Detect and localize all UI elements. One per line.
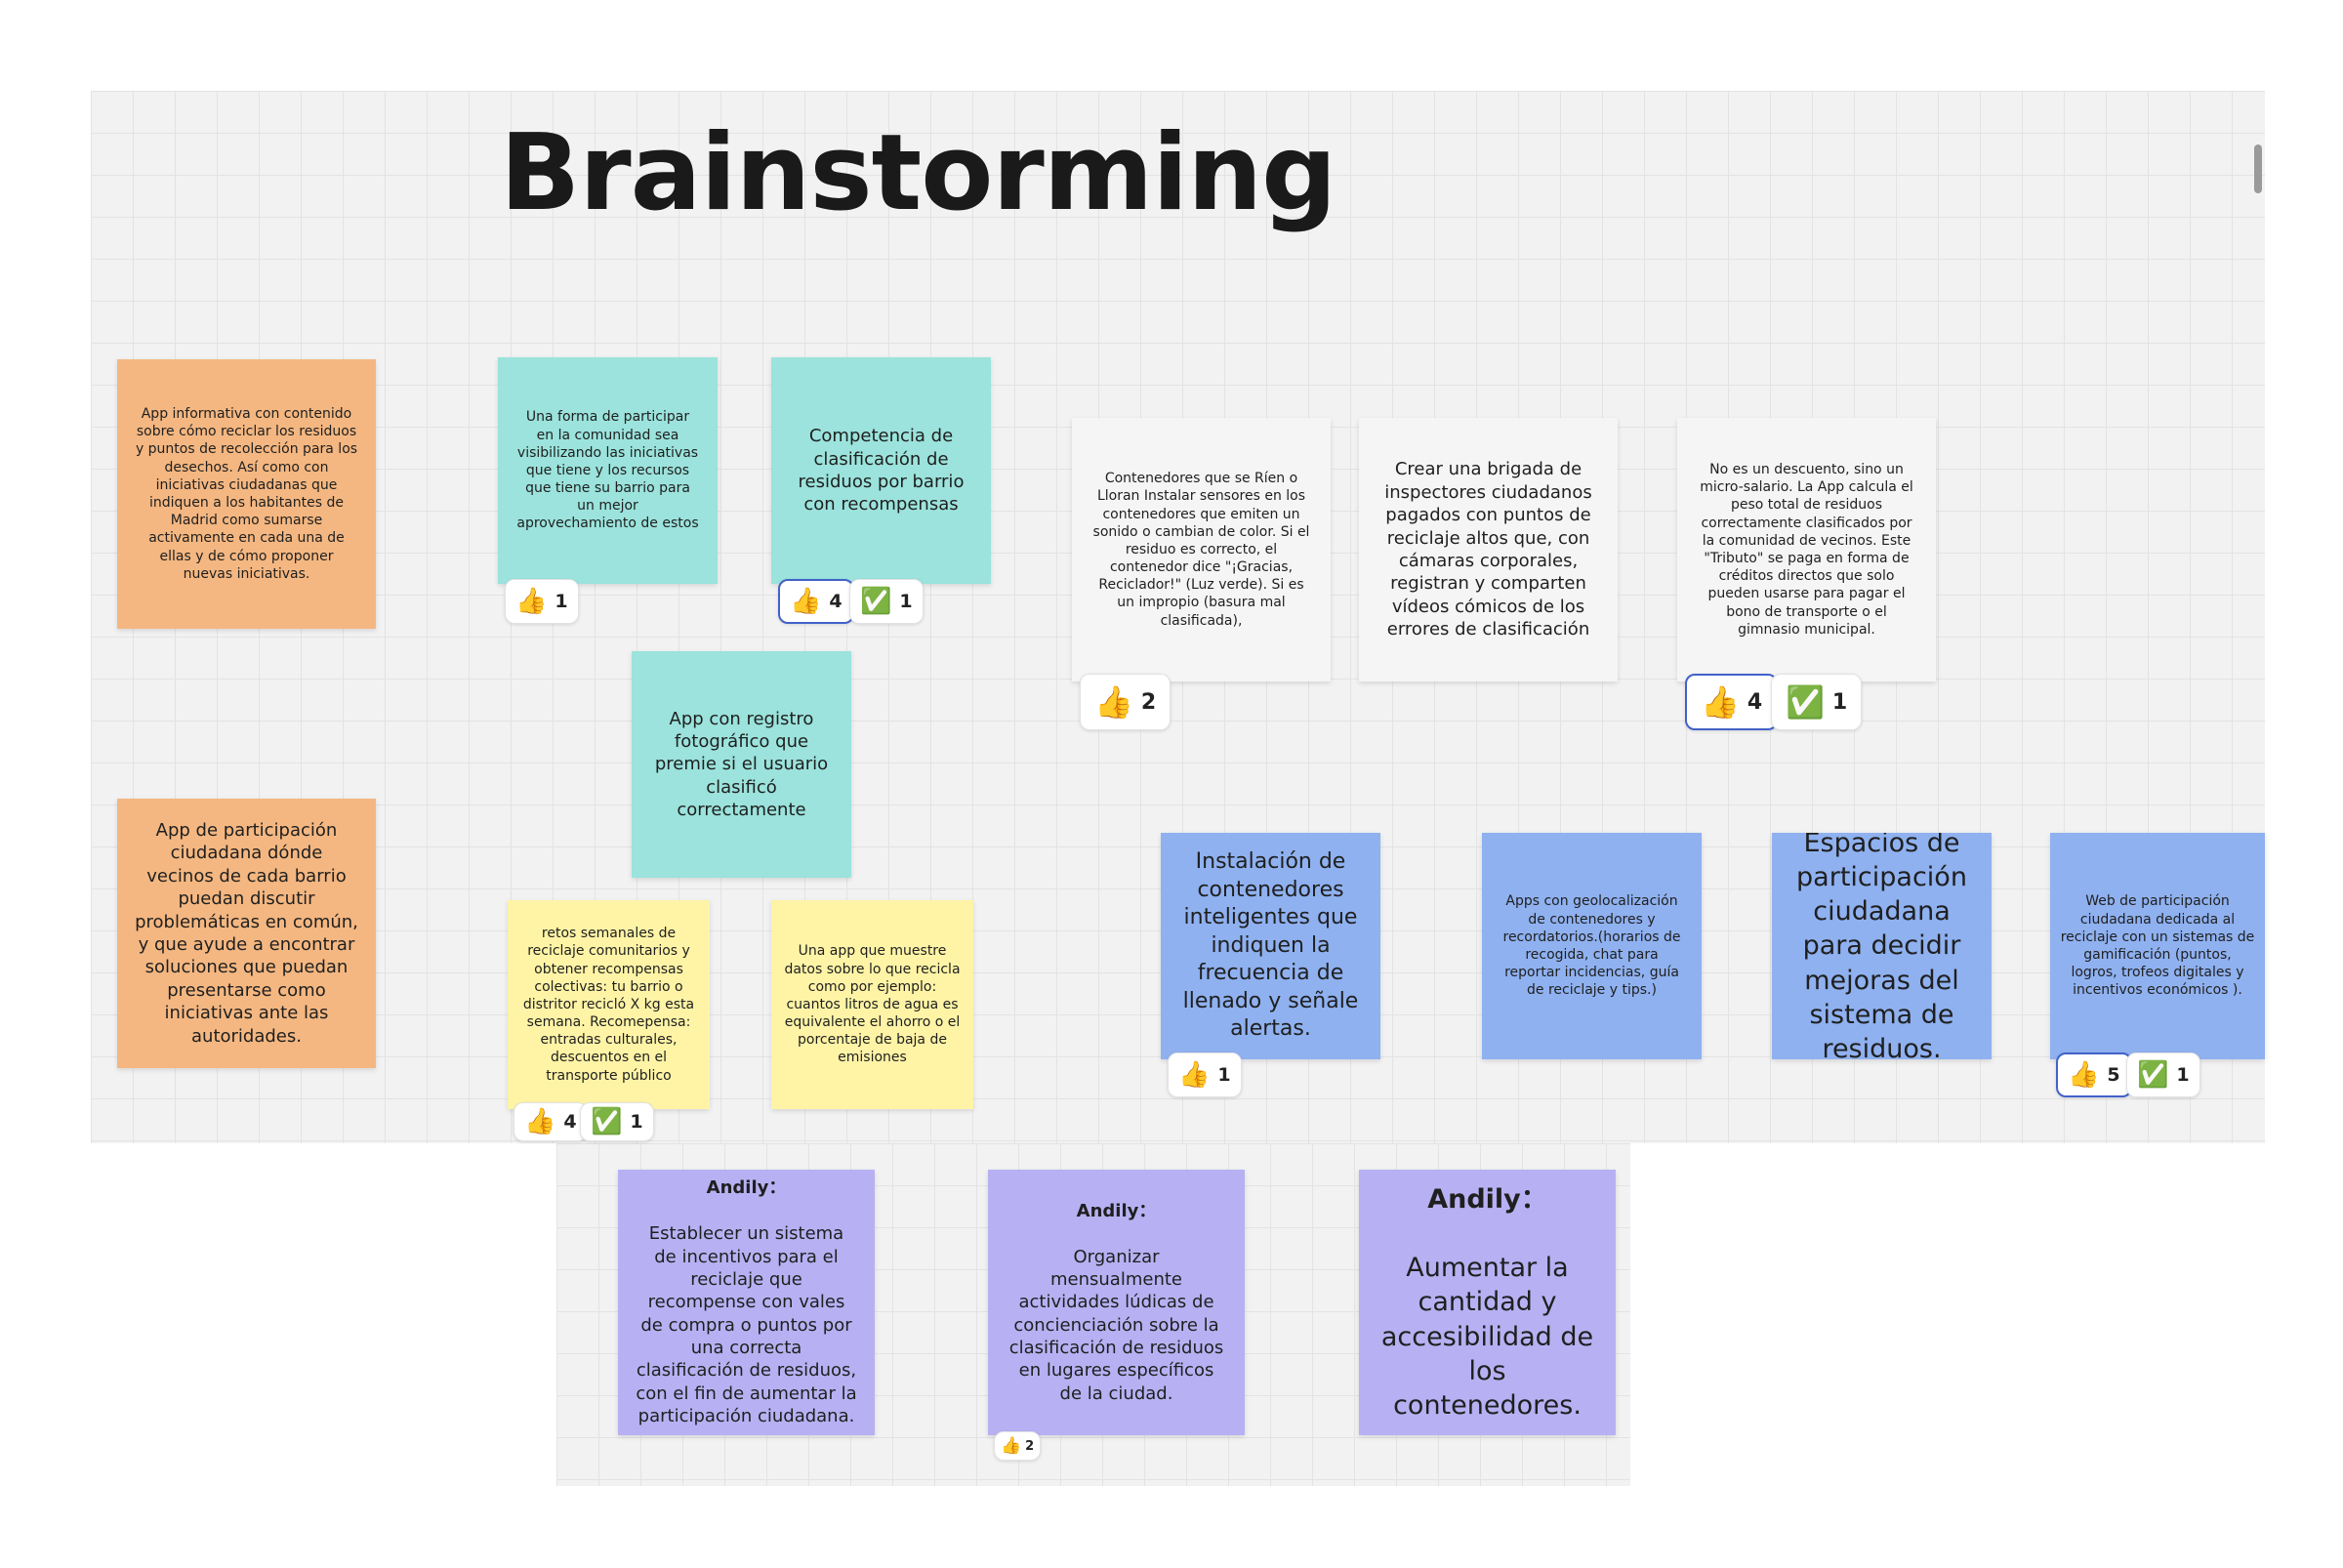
sticky-note[interactable]: Andily： Aumentar la cantidad y accesibil… <box>1359 1170 1616 1435</box>
thumbs-up-icon: 👍 <box>515 587 548 616</box>
thumbs-up-icon: 👍 <box>1094 683 1133 721</box>
sticky-note-text: Web de participación ciudadana dedicada … <box>2060 893 2255 999</box>
sticky-note[interactable]: No es un descuento, sino un micro-salari… <box>1677 418 1936 681</box>
reaction-check[interactable]: ✅ 1 <box>2126 1052 2200 1097</box>
sticky-note-text: Andily： Aumentar la cantidad y accesibil… <box>1377 1170 1598 1435</box>
reaction-check[interactable]: ✅ 1 <box>849 579 924 624</box>
sticky-note[interactable]: Una forma de participar en la comunidad … <box>498 357 718 584</box>
sticky-note-author: Andily： <box>1427 1184 1547 1216</box>
sticky-note-text: Andily： Establecer un sistema de incenti… <box>636 1170 857 1435</box>
sticky-note-author: Andily： <box>706 1177 787 1199</box>
reaction-check[interactable]: ✅ 1 <box>580 1102 654 1141</box>
sticky-note-text: retos semanales de reciclaje comunitario… <box>522 926 695 1084</box>
sticky-note[interactable]: Apps con geolocalización de contenedores… <box>1482 833 1702 1059</box>
check-icon: ✅ <box>591 1107 623 1136</box>
reaction-count: 4 <box>1747 689 1763 715</box>
reaction-thumbs-up[interactable]: 👍 4 <box>514 1102 588 1141</box>
reaction-thumbs-up[interactable]: 👍 2 <box>1080 674 1172 730</box>
sticky-note[interactable]: Web de participación ciudadana dedicada … <box>2050 833 2265 1059</box>
sticky-note[interactable]: App con registro fotográfico que premie … <box>632 651 851 878</box>
reaction-count: 2 <box>1025 1438 1035 1454</box>
sticky-note[interactable]: Andily： Organizar mensualmente actividad… <box>988 1170 1245 1435</box>
sticky-note-text: App con registro fotográfico que premie … <box>654 708 829 821</box>
sticky-note-text: Una app que muestre datos sobre lo que r… <box>784 943 961 1066</box>
sticky-note[interactable]: Una app que muestre datos sobre lo que r… <box>771 900 973 1109</box>
reaction-thumbs-up[interactable]: 👍 1 <box>505 579 579 624</box>
board-title[interactable]: Brainstorming <box>500 112 1336 234</box>
reaction-count: 1 <box>899 591 913 612</box>
sticky-note[interactable]: Instalación de contenedores inteligentes… <box>1161 833 1380 1059</box>
check-icon: ✅ <box>860 587 892 616</box>
reaction-count: 4 <box>563 1111 577 1133</box>
reaction-count: 1 <box>555 591 568 612</box>
sticky-note[interactable]: retos semanales de reciclaje comunitario… <box>508 900 710 1109</box>
sticky-note-text: Contenedores que se Ríen o Lloran Instal… <box>1092 471 1310 629</box>
sticky-note-body: Organizar mensualmente actividades lúdic… <box>1008 1246 1224 1404</box>
reaction-thumbs-up[interactable]: 👍 5 <box>2056 1052 2132 1097</box>
reaction-count: 2 <box>1140 689 1157 715</box>
thumbs-up-icon: 👍 <box>790 587 822 616</box>
check-icon: ✅ <box>2137 1060 2169 1090</box>
reaction-count: 4 <box>829 591 843 612</box>
reaction-count: 1 <box>630 1111 643 1133</box>
thumbs-up-icon: 👍 <box>1001 1435 1022 1456</box>
reaction-count: 1 <box>1831 689 1848 715</box>
thumbs-up-icon: 👍 <box>1178 1060 1211 1090</box>
reaction-check[interactable]: ✅ 1 <box>1771 674 1863 730</box>
reaction-count: 5 <box>2107 1064 2120 1086</box>
sticky-note-text: Una forma de participar en la comunidad … <box>516 409 699 532</box>
sticky-note-text: No es un descuento, sino un micro-salari… <box>1700 462 1913 638</box>
sticky-note-text: Instalación de contenedores inteligentes… <box>1182 848 1359 1042</box>
sticky-note[interactable]: App de participación ciudadana dónde vec… <box>117 799 376 1068</box>
reaction-count: 1 <box>2176 1064 2190 1086</box>
sticky-note[interactable]: Andily： Establecer un sistema de incenti… <box>618 1170 875 1435</box>
vertical-scrollbar[interactable] <box>2254 144 2262 193</box>
sticky-note-text: Apps con geolocalización de contenedores… <box>1502 893 1681 999</box>
reaction-thumbs-up[interactable]: 👍 4 <box>1685 674 1779 730</box>
sticky-note-text: Espacios de participación ciudadana para… <box>1796 833 1967 1059</box>
check-icon: ✅ <box>1786 683 1825 721</box>
sticky-note-text: Crear una brigada de inspectores ciudada… <box>1384 459 1592 640</box>
sticky-note-body: Establecer un sistema de incentivos para… <box>636 1223 857 1427</box>
sticky-note[interactable]: Crear una brigada de inspectores ciudada… <box>1359 418 1618 681</box>
sticky-note[interactable]: Competencia de clasificación de residuos… <box>771 357 991 584</box>
sticky-note[interactable]: Espacios de participación ciudadana para… <box>1772 833 1992 1059</box>
reaction-thumbs-up[interactable]: 👍 1 <box>1168 1052 1242 1097</box>
sticky-note-body: Aumentar la cantidad y accesibilidad de … <box>1380 1253 1594 1421</box>
sticky-note[interactable]: Contenedores que se Ríen o Lloran Instal… <box>1072 418 1331 681</box>
sticky-note[interactable]: App informativa con contenido sobre cómo… <box>117 359 376 629</box>
thumbs-up-icon: 👍 <box>524 1107 556 1136</box>
sticky-note-text: App de participación ciudadana dónde vec… <box>135 820 358 1047</box>
reaction-thumbs-up[interactable]: 👍 2 <box>994 1431 1042 1461</box>
sticky-note-text: App informativa con contenido sobre cómo… <box>135 406 358 582</box>
sticky-note-author: Andily： <box>1076 1200 1157 1221</box>
thumbs-up-icon: 👍 <box>1701 683 1740 721</box>
reaction-thumbs-up[interactable]: 👍 4 <box>778 579 854 624</box>
thumbs-up-icon: 👍 <box>2068 1060 2100 1090</box>
sticky-note-text: Andily： Organizar mensualmente actividad… <box>1006 1176 1227 1427</box>
sticky-note-text: Competencia de clasificación de residuos… <box>798 426 965 516</box>
reaction-count: 1 <box>1217 1064 1231 1086</box>
